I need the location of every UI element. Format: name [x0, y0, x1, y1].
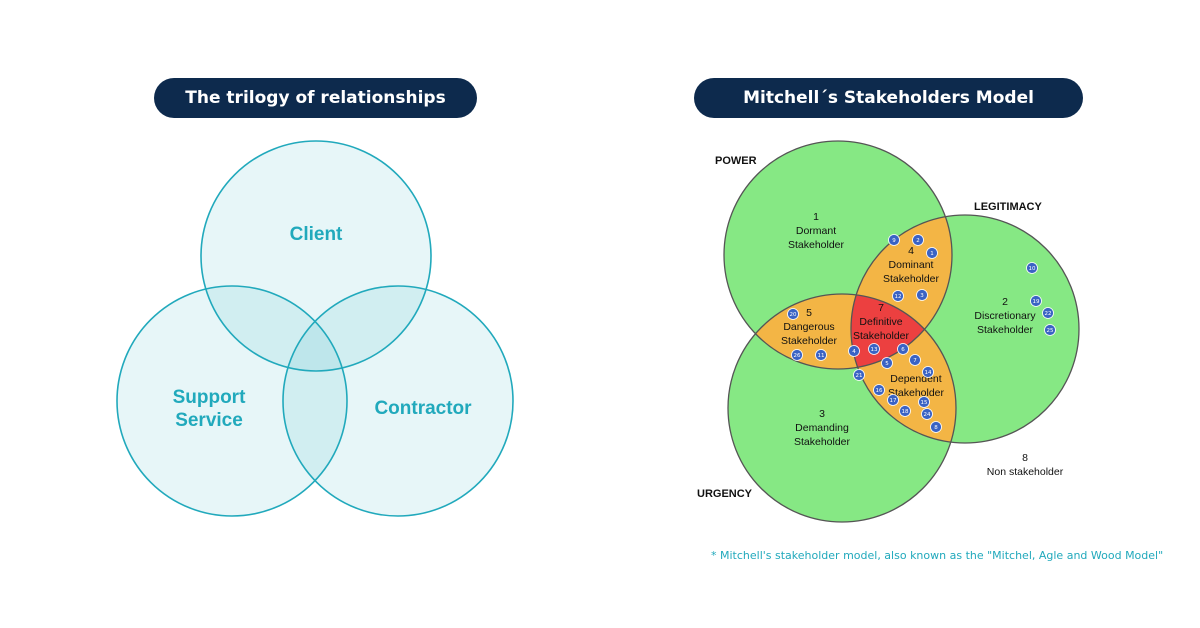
stakeholder-marker-label: 14	[925, 370, 932, 376]
region-7-line2: Stakeholder	[853, 330, 910, 342]
stakeholder-marker	[873, 384, 885, 396]
region-2-line2: Stakeholder	[977, 324, 1034, 336]
region-4-line2: Stakeholder	[883, 273, 940, 285]
mitchell-title-text: Mitchell´s Stakeholders Model	[743, 88, 1034, 108]
region-7-line1: Definitive	[859, 316, 902, 328]
legitimacy-label: LEGITIMACY	[974, 201, 1042, 213]
trilogy-venn: Client Support Service Contractor	[116, 140, 514, 517]
client-label: Client	[290, 224, 343, 245]
support-label-line2: Service	[175, 410, 243, 431]
stakeholder-marker-label: 11	[818, 353, 825, 359]
stakeholder-marker	[892, 290, 904, 302]
mitchell-venn: POWER LEGITIMACY URGENCY 1 Dormant Stake…	[697, 140, 1080, 523]
stakeholder-marker-label: 9	[892, 238, 896, 244]
stakeholder-marker	[918, 396, 930, 408]
stakeholder-marker-label: 19	[1033, 299, 1040, 305]
stakeholder-marker	[922, 366, 934, 378]
stakeholder-marker-label: 7	[913, 358, 917, 364]
stakeholder-marker-label: 16	[876, 388, 883, 394]
region-1-number: 1	[813, 211, 819, 223]
region-8-number: 8	[1022, 452, 1028, 464]
stakeholder-marker	[926, 247, 938, 259]
stakeholder-marker-label: 25	[1047, 328, 1054, 334]
region-2-number: 2	[1002, 296, 1008, 308]
stakeholder-marker	[1026, 262, 1038, 274]
urgency-outline	[727, 293, 957, 523]
stakeholder-marker	[897, 343, 909, 355]
stakeholder-marker	[791, 349, 803, 361]
power-label: POWER	[715, 155, 757, 167]
stakeholder-marker	[912, 234, 924, 246]
stakeholder-marker	[909, 354, 921, 366]
stakeholder-marker	[881, 357, 893, 369]
stakeholder-marker-label: 18	[902, 409, 909, 415]
stakeholder-marker-label: 8	[934, 425, 938, 431]
stakeholder-marker	[916, 289, 928, 301]
contractor-label: Contractor	[374, 398, 472, 419]
region-5-number: 5	[806, 307, 812, 319]
urgency-label: URGENCY	[697, 488, 753, 500]
stakeholder-marker-label: 24	[924, 412, 931, 418]
stakeholder-marker-label: 2	[916, 238, 920, 244]
stakeholder-marker	[787, 308, 799, 320]
power-outline	[723, 140, 953, 370]
stakeholder-marker	[888, 234, 900, 246]
region-1-line1: Dormant	[796, 225, 836, 237]
region-6-line1: Dependent	[890, 373, 941, 385]
mitchell-title: Mitchell´s Stakeholders Model	[694, 78, 1083, 118]
stakeholder-marker	[1030, 295, 1042, 307]
support-service-circle	[116, 285, 348, 517]
stakeholder-marker	[887, 394, 899, 406]
stakeholder-marker	[921, 408, 933, 420]
stakeholder-marker	[930, 421, 942, 433]
stakeholder-marker	[815, 349, 827, 361]
legitimacy-outline	[850, 214, 1080, 444]
region-5-line2: Stakeholder	[781, 335, 838, 347]
region-8-line1: Non stakeholder	[987, 466, 1064, 478]
stakeholder-marker	[1044, 324, 1056, 336]
stakeholder-marker	[868, 343, 880, 355]
region-1-line2: Stakeholder	[788, 239, 845, 251]
stakeholder-marker-label: 4	[852, 349, 856, 355]
trilogy-title-text: The trilogy of relationships	[185, 88, 446, 108]
stakeholder-marker-label: 1	[930, 251, 934, 257]
dominant-region	[851, 215, 952, 369]
stakeholder-marker-label: 13	[871, 347, 878, 353]
stakeholder-marker-label: 15	[921, 400, 928, 406]
region-3-line2: Stakeholder	[794, 436, 851, 448]
stakeholder-marker-label: 5	[885, 361, 889, 367]
stakeholder-marker-label: 22	[1045, 311, 1052, 317]
support-label-line1: Support	[173, 387, 246, 408]
region-2-line1: Discretionary	[974, 310, 1036, 322]
stakeholder-marker	[899, 405, 911, 417]
stakeholder-marker	[853, 369, 865, 381]
region-7-number: 7	[878, 302, 884, 314]
stakeholder-marker-label: 17	[890, 398, 897, 404]
stakeholder-marker-label: 12	[895, 294, 902, 300]
stakeholder-marker-label: 10	[1029, 266, 1036, 272]
region-5-line1: Dangerous	[783, 321, 834, 333]
region-3-line1: Demanding	[795, 422, 849, 434]
stakeholder-marker	[1042, 307, 1054, 319]
stakeholder-marker-label: 3	[920, 293, 924, 299]
trilogy-title: The trilogy of relationships	[154, 78, 477, 118]
stakeholder-marker-label: 6	[901, 347, 905, 353]
contractor-circle	[282, 285, 514, 517]
region-4-line1: Dominant	[889, 259, 934, 271]
stakeholder-marker-label: 21	[856, 373, 863, 379]
footnote: * Mitchell's stakeholder model, also kno…	[711, 549, 1164, 562]
stakeholder-marker	[848, 345, 860, 357]
stakeholder-marker-label: 20	[790, 312, 797, 318]
region-6-line2: Stakeholder	[888, 387, 945, 399]
region-4-number: 4	[908, 245, 914, 257]
stakeholder-marker-label: 26	[794, 353, 801, 359]
region-3-number: 3	[819, 408, 825, 420]
client-circle	[200, 140, 432, 372]
